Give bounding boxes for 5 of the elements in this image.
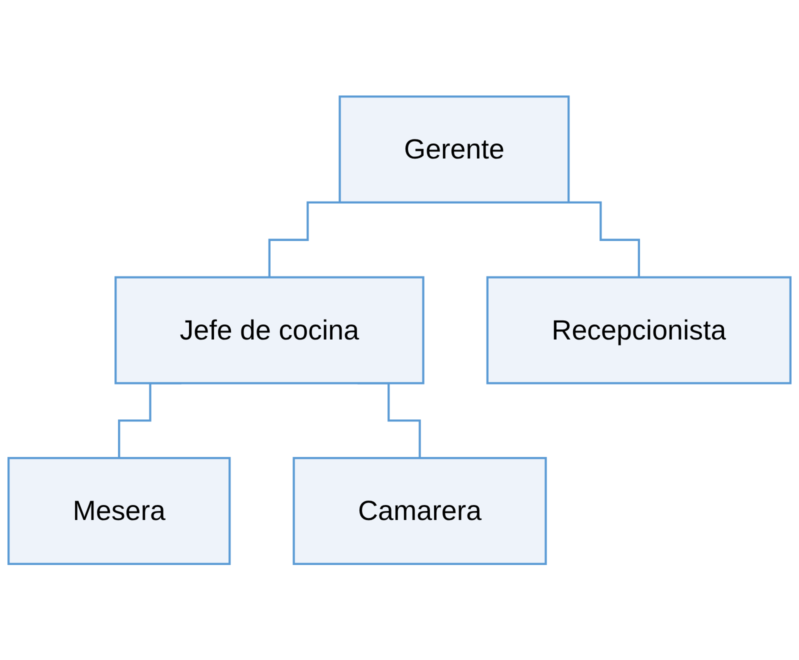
node-box: Camarera <box>292 456 547 565</box>
node-box: Mesera <box>7 456 231 565</box>
node-box: Recepcionista <box>486 276 792 384</box>
node-box: Jefe de cocina <box>114 276 424 384</box>
node-box: Gerente <box>338 95 570 204</box>
